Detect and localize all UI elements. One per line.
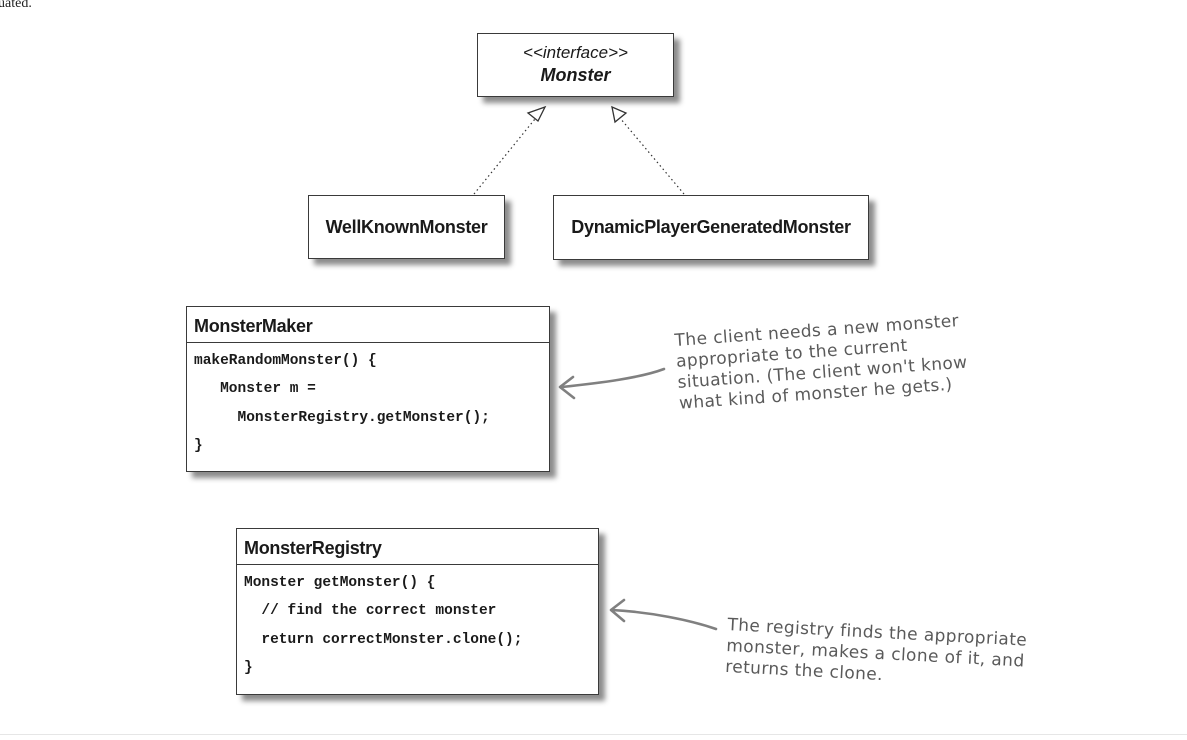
interface-name: Monster [540,65,611,85]
interface-stereotype: <<interface>> [523,43,628,62]
code-line: } [194,438,203,454]
code-line: makeRandomMonster() { [194,353,377,369]
code-line: Monster m = [194,381,316,397]
bottom-divider [0,734,1187,735]
wellknownmonster-class-box: WellKnownMonster [308,195,505,259]
monster-interface-box: <<interface>> Monster [477,33,674,97]
monstermaker-class-box: MonsterMaker makeRandomMonster() { Monst… [186,306,550,472]
realization-line-wellknown [473,118,536,195]
class-title: MonsterRegistry [237,529,598,565]
dynamicplayergeneratedmonster-class-box: DynamicPlayerGeneratedMonster [553,195,869,260]
code-line: } [244,660,253,676]
class-name: DynamicPlayerGeneratedMonster [571,217,851,237]
realization-arrowhead-dynamic [611,105,628,124]
client-note-arrowhead [558,375,576,400]
code-line: MonsterRegistry.getMonster(); [194,410,490,426]
class-title: MonsterMaker [187,307,549,343]
code-line: return correctMonster.clone(); [244,632,523,648]
realization-line-dynamic [619,117,685,195]
monsterregistry-class-box: MonsterRegistry Monster getMonster() { /… [236,528,599,695]
class-name: WellKnownMonster [325,216,488,237]
registry-note-arrowhead [609,598,626,623]
code-line: Monster getMonster() { [244,575,436,591]
top-fragment-text: uated. [0,0,32,11]
realization-arrowhead-wellknown [526,105,547,123]
code-line: // find the correct monster [244,603,497,619]
client-note-arrow [560,367,666,389]
registry-note-arrow [610,608,718,631]
